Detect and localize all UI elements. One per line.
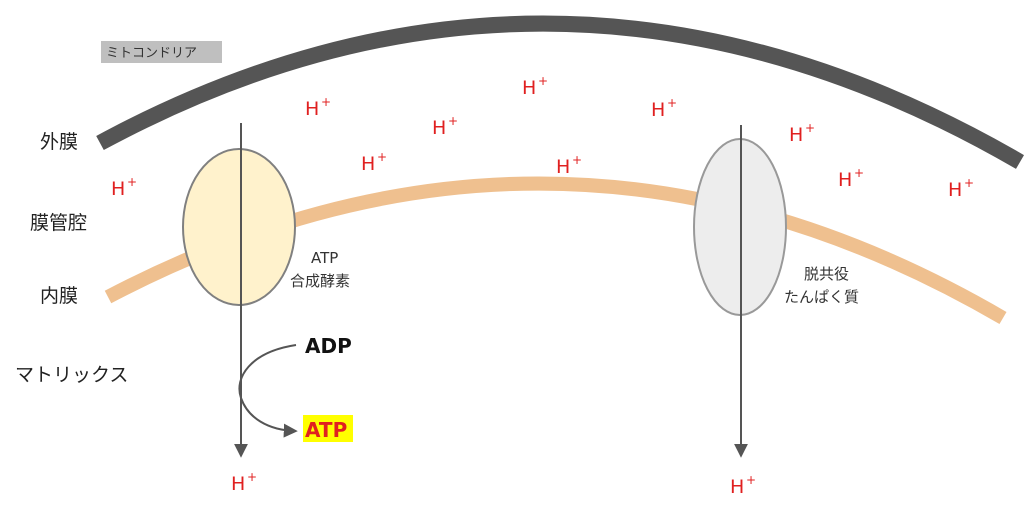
proton-symbol: H xyxy=(651,99,665,121)
proton-ion: H + xyxy=(111,175,137,200)
proton-charge: + xyxy=(805,121,815,135)
outer-membrane-label: 外膜 xyxy=(40,131,78,153)
proton-charge: + xyxy=(448,114,458,128)
proton-ion: H + xyxy=(556,153,582,178)
title-background xyxy=(101,41,222,63)
adp-to-atp-arrow xyxy=(238,344,298,438)
proton-symbol: H xyxy=(838,169,852,191)
proton-ion: H + xyxy=(789,121,815,146)
adp-label: ADP xyxy=(305,334,352,358)
atp-synthase-label-line2: 合成酵素 xyxy=(290,272,350,290)
proton-charge: + xyxy=(127,175,137,189)
proton-charge: + xyxy=(854,166,864,180)
proton-charge: + xyxy=(321,95,331,109)
proton-symbol: H xyxy=(305,98,319,120)
proton-ion: H + xyxy=(231,470,257,495)
proton-ion: H + xyxy=(730,473,756,498)
proton-symbol: H xyxy=(111,178,125,200)
proton-ion: H + xyxy=(651,96,677,121)
atp-highlight xyxy=(303,415,353,442)
uncoupling-protein-label-line1: 脱共役 xyxy=(804,265,849,283)
proton-symbol: H xyxy=(789,124,803,146)
uncoupling-protein-label-line2: たんぱく質 xyxy=(784,288,859,306)
matrix-label: マトリックス xyxy=(15,364,128,386)
atp-synthase xyxy=(182,148,296,306)
proton-charge: + xyxy=(746,473,756,487)
proton-ion: H + xyxy=(838,166,864,191)
proton-symbol: H xyxy=(948,179,962,201)
proton-charge: + xyxy=(247,470,257,484)
title-label: ミトコンドリア xyxy=(106,46,197,61)
proton-symbol: H xyxy=(556,156,570,178)
proton-charge: + xyxy=(572,153,582,167)
atp-synthase-label-line1: ATP xyxy=(311,249,338,267)
proton-charge: + xyxy=(538,74,548,88)
proton-ion: H + xyxy=(305,95,331,120)
proton-symbol: H xyxy=(231,473,245,495)
proton-symbol: H xyxy=(432,117,446,139)
proton-symbol: H xyxy=(522,77,536,99)
proton-charge: + xyxy=(964,176,974,190)
atp-label: ATP xyxy=(305,418,347,442)
proton-ion: H + xyxy=(432,114,458,139)
proton-ion: H + xyxy=(361,150,387,175)
proton-symbol: H xyxy=(730,476,744,498)
outer-membrane xyxy=(96,15,1024,169)
proton-charge: + xyxy=(667,96,677,110)
proton-charge: + xyxy=(377,150,387,164)
inner-membrane-label: 内膜 xyxy=(40,285,78,307)
proton-ion: H + xyxy=(522,74,548,99)
proton-symbol: H xyxy=(361,153,375,175)
proton-markers: H + H + H + H + H + H + H + H + xyxy=(111,74,974,498)
intermembrane-space-label: 膜管腔 xyxy=(30,212,87,234)
proton-ion: H + xyxy=(948,176,974,201)
